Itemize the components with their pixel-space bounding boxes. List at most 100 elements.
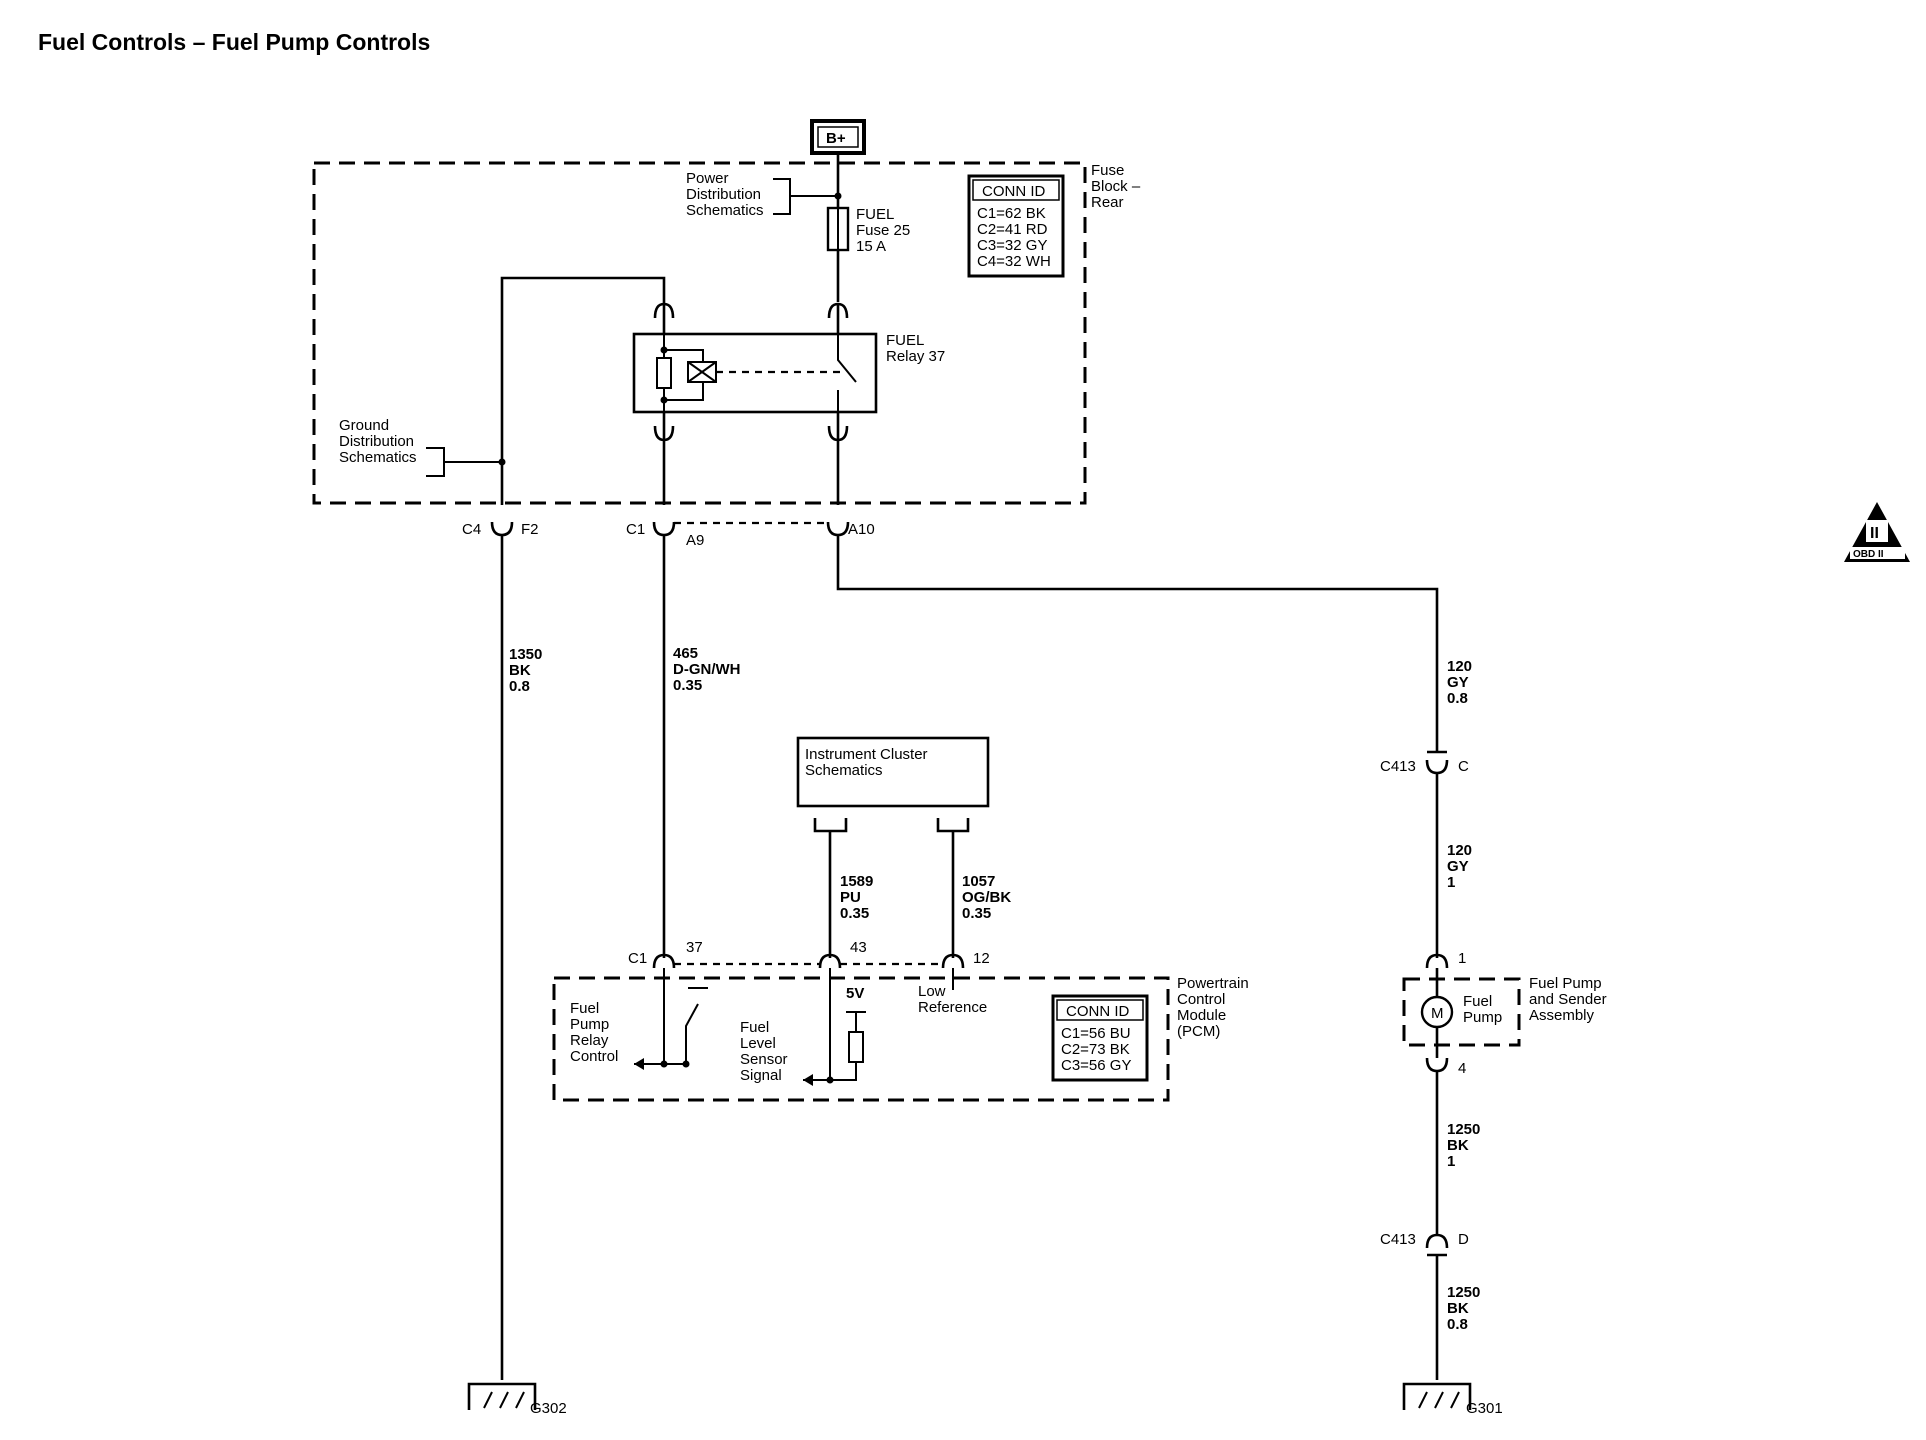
svg-text:43: 43 xyxy=(850,939,867,956)
svg-text:Fuel: Fuel xyxy=(1463,993,1492,1010)
svg-text:Rear: Rear xyxy=(1091,194,1124,211)
svg-text:15 A: 15 A xyxy=(856,238,886,255)
svg-text:(PCM): (PCM) xyxy=(1177,1023,1220,1040)
svg-text:1350: 1350 xyxy=(509,646,542,663)
svg-text:Schematics: Schematics xyxy=(805,762,883,779)
svg-text:Pump: Pump xyxy=(570,1016,609,1033)
fuel-pump-assembly-name: Fuel Pump and Sender Assembly xyxy=(1529,975,1607,1024)
svg-text:Control: Control xyxy=(570,1048,618,1065)
fuse-block-conn-id-table: CONN ID C1=62 BK C2=41 RD C3=32 GY C4=32… xyxy=(967,174,1065,278)
svg-text:C2=41 RD: C2=41 RD xyxy=(977,221,1048,238)
wire-1589-label: 1589 PU 0.35 xyxy=(840,873,873,922)
svg-text:1: 1 xyxy=(1447,874,1455,891)
svg-text:120: 120 xyxy=(1447,842,1472,859)
svg-text:465: 465 xyxy=(673,645,698,662)
svg-text:0.8: 0.8 xyxy=(1447,690,1468,707)
svg-text:II: II xyxy=(1870,525,1879,542)
a10-connector xyxy=(826,521,850,537)
svg-text:0.35: 0.35 xyxy=(962,905,991,922)
ground-g302: G302 xyxy=(467,1382,567,1417)
instrument-cluster-box: Instrument Cluster Schematics xyxy=(796,736,990,833)
fuse-25: FUEL Fuse 25 15 A xyxy=(826,153,910,302)
svg-text:Powertrain: Powertrain xyxy=(1177,975,1249,992)
ground-g301: G301 xyxy=(1402,1382,1503,1417)
svg-text:4: 4 xyxy=(1458,1060,1466,1077)
svg-text:Distribution: Distribution xyxy=(686,186,761,203)
svg-text:Fuse 25: Fuse 25 xyxy=(856,222,910,239)
svg-text:M: M xyxy=(1431,1005,1444,1022)
pin-a9: A9 xyxy=(686,532,704,549)
svg-text:1: 1 xyxy=(1458,950,1466,967)
svg-text:Block –: Block – xyxy=(1091,178,1141,195)
svg-text:Assembly: Assembly xyxy=(1529,1007,1595,1024)
conn-c4: C4 xyxy=(462,521,481,538)
pin-a10: A10 xyxy=(848,521,875,538)
wire-1250-label-upper: 1250 BK 1 xyxy=(1447,1121,1480,1170)
svg-text:Low: Low xyxy=(918,983,946,1000)
svg-text:Schematics: Schematics xyxy=(339,449,417,466)
ground-distribution-reference: Ground Distribution Schematics xyxy=(339,417,502,477)
pump-pin-1 xyxy=(1425,953,1449,969)
power-distribution-reference: Power Distribution Schematics xyxy=(686,170,842,219)
svg-text:Fuel Pump: Fuel Pump xyxy=(1529,975,1602,992)
svg-text:BK: BK xyxy=(509,662,531,679)
svg-text:Module: Module xyxy=(1177,1007,1226,1024)
wire-1057-label: 1057 OG/BK 0.35 xyxy=(962,873,1011,922)
svg-text:12: 12 xyxy=(973,950,990,967)
svg-text:5V: 5V xyxy=(846,985,864,1002)
pcm-relay-control-circuit: Fuel Pump Relay Control xyxy=(570,968,708,1070)
svg-text:0.35: 0.35 xyxy=(673,677,702,694)
svg-text:Ground: Ground xyxy=(339,417,389,434)
svg-text:Distribution: Distribution xyxy=(339,433,414,450)
pcm-boundary xyxy=(552,976,1170,1102)
wire-1350-label: 1350 BK 0.8 xyxy=(509,646,542,695)
svg-text:C4=32 WH: C4=32 WH xyxy=(977,253,1051,270)
svg-text:1250: 1250 xyxy=(1447,1121,1480,1138)
svg-text:CONN ID: CONN ID xyxy=(1066,1003,1130,1020)
battery-positive-box: B+ xyxy=(810,119,866,155)
svg-text:120: 120 xyxy=(1447,658,1472,675)
ground-bus-wire xyxy=(500,276,666,505)
svg-text:and Sender: and Sender xyxy=(1529,991,1607,1008)
c1-a9-connector xyxy=(652,521,676,537)
svg-text:OBD II: OBD II xyxy=(1853,549,1884,560)
pcm-pin-37 xyxy=(652,953,676,969)
svg-text:C413: C413 xyxy=(1380,1231,1416,1248)
wire-120-label-lower: 120 GY 1 xyxy=(1447,842,1472,891)
svg-text:C2=73 BK: C2=73 BK xyxy=(1061,1041,1130,1058)
svg-text:1250: 1250 xyxy=(1447,1284,1480,1301)
c413-upper-connector: C413 C xyxy=(1380,750,1469,775)
wire-120-label-upper: 120 GY 0.8 xyxy=(1447,658,1472,707)
wire-1250-label-lower: 1250 BK 0.8 xyxy=(1447,1284,1480,1333)
diagram-title: Fuel Controls – Fuel Pump Controls xyxy=(38,29,430,55)
svg-text:GY: GY xyxy=(1447,674,1469,691)
pump-pin-4 xyxy=(1425,1057,1449,1073)
pcm-conn-id-table: CONN ID C1=56 BU C2=73 BK C3=56 GY xyxy=(1051,994,1149,1082)
obd-ii-badge: II OBD II xyxy=(1844,502,1910,562)
svg-text:Schematics: Schematics xyxy=(686,202,764,219)
svg-text:GY: GY xyxy=(1447,858,1469,875)
svg-text:PU: PU xyxy=(840,889,861,906)
conn-c1: C1 xyxy=(626,521,645,538)
pcm-low-reference: Low Reference xyxy=(918,968,987,1016)
battery-label: B+ xyxy=(826,130,846,147)
pcm-level-sensor-circuit: 5V Fuel Level Sensor Signal xyxy=(740,968,866,1086)
svg-text:C: C xyxy=(1458,758,1469,775)
pcm-pin-12 xyxy=(941,953,965,969)
c413-lower-connector: C413 D xyxy=(1380,1231,1469,1257)
svg-text:37: 37 xyxy=(686,939,703,956)
svg-text:D-GN/WH: D-GN/WH xyxy=(673,661,741,678)
svg-text:Power: Power xyxy=(686,170,729,187)
fuse-block-boundary xyxy=(312,161,1087,505)
wire-120 xyxy=(836,535,1439,752)
svg-text:Control: Control xyxy=(1177,991,1225,1008)
svg-text:Pump: Pump xyxy=(1463,1009,1502,1026)
svg-text:C3=56 GY: C3=56 GY xyxy=(1061,1057,1131,1074)
svg-text:D: D xyxy=(1458,1231,1469,1248)
pcm-name: Powertrain Control Module (PCM) xyxy=(1177,975,1249,1040)
svg-text:Reference: Reference xyxy=(918,999,987,1016)
svg-text:G301: G301 xyxy=(1466,1400,1503,1417)
fuel-relay-37: FUEL Relay 37 xyxy=(632,304,945,440)
wire-465-label: 465 D-GN/WH 0.35 xyxy=(673,645,741,694)
